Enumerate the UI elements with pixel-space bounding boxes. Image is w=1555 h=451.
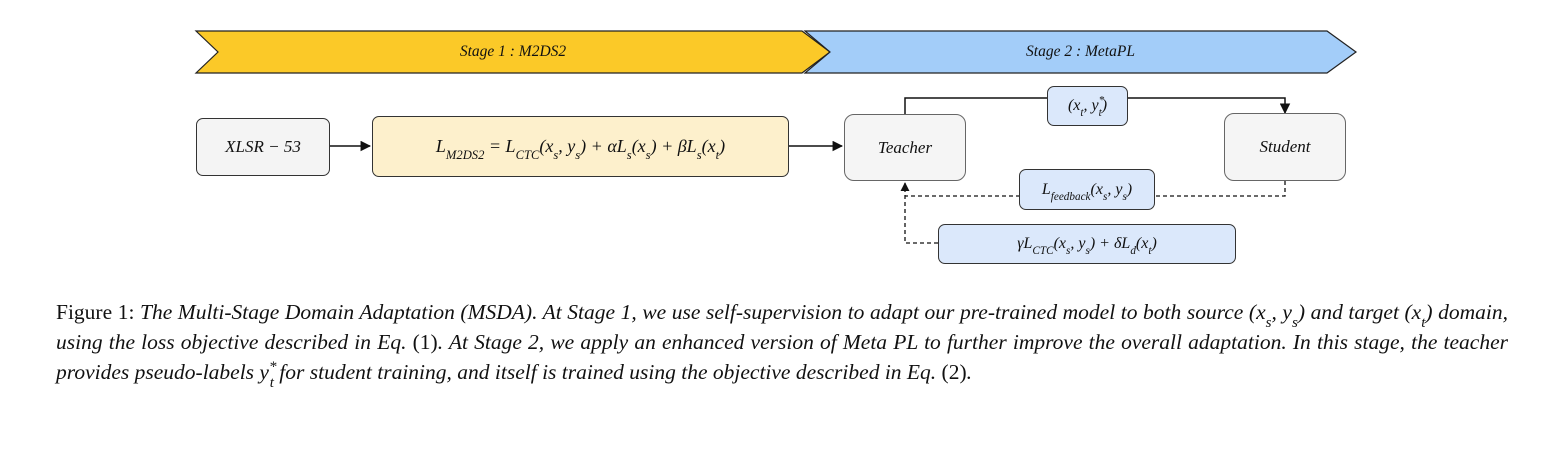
teacher-label: Teacher: [877, 137, 933, 157]
stage1-banner: [194, 30, 831, 74]
feedback-loss-formula: Lfeedback(xs, ys): [1041, 180, 1133, 203]
stage1-label: Stage 1 : M2DS2: [459, 43, 567, 60]
caption-body: The Multi-Stage Domain Adaptation (MSDA)…: [56, 300, 1509, 392]
teacher-loss-formula: γLCTC(xs, ys) + δLd(xt): [1017, 235, 1157, 258]
figure-caption: Figure 1: The Multi-Stage Domain Adaptat…: [56, 297, 1509, 392]
m2ds2-loss-node: LM2DS2 = LCTC(xs, ys) + αLs(xs) + βLs(xt…: [372, 116, 789, 177]
stage2-banner: [803, 30, 1358, 74]
caption-lead: Figure 1:: [56, 300, 140, 324]
student-node: Student: [1224, 113, 1346, 181]
stage2-label: Stage 2 : MetaPL: [1026, 43, 1135, 60]
teacher-loss-node: γLCTC(xs, ys) + δLd(xt): [938, 224, 1236, 264]
diagram-canvas: [194, 30, 1358, 244]
xlsr-label: XLSR − 53: [225, 137, 301, 156]
m2ds2-loss-formula: LM2DS2 = LCTC(xs, ys) + αLs(xs) + βLs(xt…: [435, 136, 726, 163]
pseudo-label-node: (xt, y*t): [1047, 86, 1128, 126]
feedback-loss-node: Lfeedback(xs, ys): [1019, 169, 1155, 210]
pseudo-label-formula: (xt, y*t): [1067, 94, 1108, 120]
teacher-node: Teacher: [844, 114, 966, 181]
dashed-arrow-to-teacher: [900, 182, 938, 244]
student-label: Student: [1259, 137, 1311, 156]
xlsr-node: XLSR − 53: [196, 118, 330, 176]
